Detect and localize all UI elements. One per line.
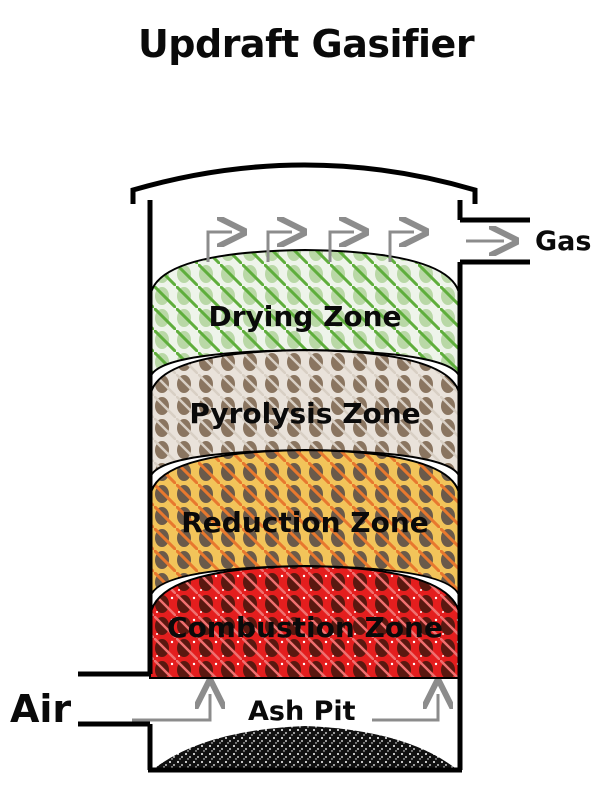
- zone-label-reduction: Reduction Zone: [181, 506, 429, 539]
- page-title: Updraft Gasifier: [137, 22, 475, 66]
- air-inlet-arrows: [132, 694, 438, 722]
- gas-flow-arrows: [206, 232, 414, 262]
- ash-pile: [155, 726, 455, 768]
- zone-label-drying: Drying Zone: [208, 300, 401, 333]
- zone-label-combustion: Combustion Zone: [167, 611, 443, 644]
- vessel-walls: [78, 162, 530, 773]
- ash-pit-label: Ash Pit: [248, 696, 356, 727]
- zone-label-pyrolysis: Pyrolysis Zone: [189, 397, 420, 430]
- gas-label: Gas: [535, 226, 591, 257]
- air-label: Air: [10, 687, 71, 731]
